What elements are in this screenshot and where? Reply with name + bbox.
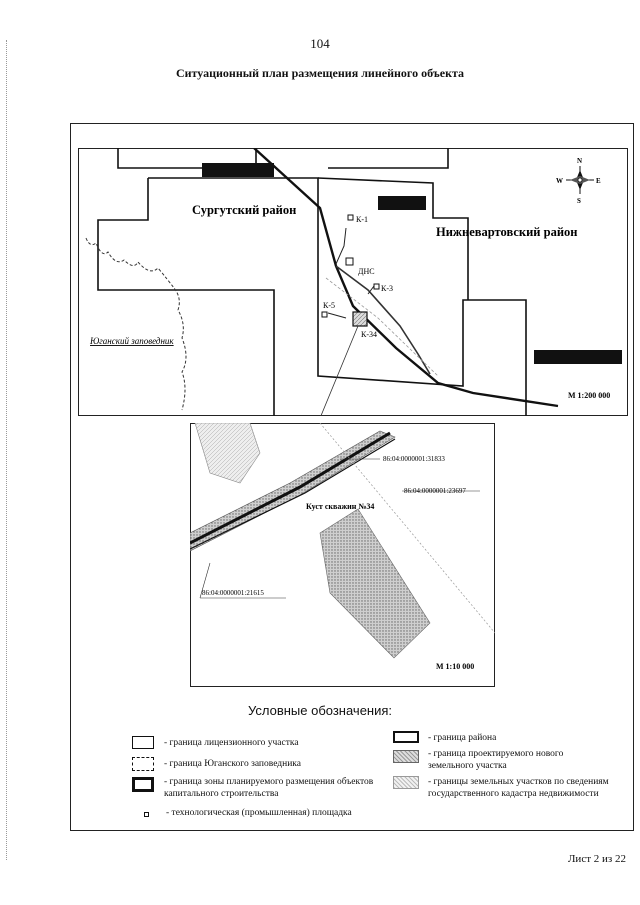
site-marker-k1 — [347, 214, 354, 221]
parcel-label-31833: 86:04:0000001:31833 — [383, 455, 445, 463]
license-boundary-line — [317, 177, 469, 300]
corridor-dashed-line — [325, 277, 439, 377]
compass-w: W — [556, 177, 563, 185]
district-boundary-swatch — [393, 731, 419, 743]
construction-zone-swatch — [132, 777, 154, 792]
map-frame — [70, 123, 634, 831]
site-marker-k5 — [321, 311, 328, 318]
site-marker-k34 — [352, 311, 368, 327]
region-label-nizhnevartovsk: Нижневартовский район — [436, 225, 577, 239]
legend-item-construction-zone: - граница зоны планируемого размещения о… — [164, 777, 374, 799]
site-label-k5: К-5 — [323, 301, 335, 310]
redacted-block-1 — [202, 163, 274, 177]
industrial-site-swatch — [144, 812, 149, 817]
document-title: Ситуационный план размещения линейного о… — [175, 66, 465, 80]
compass-rose-icon: N S W E — [556, 157, 601, 205]
site-connectors — [327, 227, 375, 319]
legend-item-license-boundary: - граница лицензионного участка — [164, 738, 299, 748]
legend-item-new-parcel: - граница проектируемого нового земельно… — [428, 749, 564, 771]
callout-21615 — [199, 562, 286, 599]
sheet-counter: Лист 2 из 22 — [567, 853, 626, 865]
parcel-label-23697: 86:04:0000001:23697 — [404, 487, 466, 495]
region-label-surgut: Сургутский район — [192, 203, 296, 217]
legend-item-industrial-site: - технологическая (промышленная) площадк… — [166, 808, 352, 818]
legend-item-reserve-boundary: - граница Юганского заповедника — [164, 759, 301, 769]
site-marker-k3 — [373, 283, 380, 290]
district-boundary-west — [97, 178, 275, 416]
well-pad-label: Куст скважин №34 — [306, 502, 374, 511]
compass-n: N — [577, 157, 582, 165]
license-boundary-swatch — [132, 736, 154, 749]
cadastre-parcel-21615 — [194, 423, 261, 484]
detail-scale: М 1:10 000 — [436, 662, 474, 671]
detail-map: 86:04:0000001:31833 86:04:0000001:23697 … — [190, 423, 495, 687]
overview-border — [78, 148, 628, 416]
site-label-dns: ДНС — [358, 267, 375, 276]
legend-item-cadastre-parcels: - границы земельных участков по сведения… — [428, 777, 609, 799]
legend-title: Условные обозначения: — [247, 703, 393, 718]
overview-map: Сургутский район Нижневартовский район Ю… — [78, 148, 628, 416]
site-marker-dns — [345, 257, 354, 266]
new-parcel-swatch — [393, 750, 419, 763]
linear-object-detail-2 — [190, 438, 396, 550]
legend-item-district-boundary: - граница района — [428, 733, 497, 743]
well-pad-parcel — [319, 508, 431, 659]
page-number: 104 — [310, 36, 330, 51]
district-boundary-top — [117, 148, 449, 169]
detail-callout-line — [320, 325, 359, 416]
linear-object-route — [253, 148, 559, 408]
redacted-block-2 — [378, 196, 426, 210]
cadastre-boundary-23697 — [319, 423, 495, 634]
pipeline-branch — [335, 265, 431, 375]
site-label-k3: К-3 — [381, 284, 393, 293]
redacted-block-3 — [534, 350, 622, 364]
overview-scale: М 1:200 000 — [568, 391, 610, 400]
reserve-label: Юганский заповедник — [89, 336, 174, 346]
parcel-label-21615: 86:04:0000001:21615 — [202, 589, 264, 597]
cadastre-parcels-swatch — [393, 776, 419, 789]
scan-edge-marks — [6, 40, 9, 860]
site-label-k1: К-1 — [356, 215, 368, 224]
site-label-k34: К-34 — [361, 330, 377, 339]
compass-e: E — [596, 177, 601, 185]
compass-s: S — [577, 197, 581, 205]
reserve-boundary-swatch — [132, 757, 154, 771]
linear-object-detail — [190, 431, 391, 545]
reserve-boundary-line — [85, 237, 187, 411]
